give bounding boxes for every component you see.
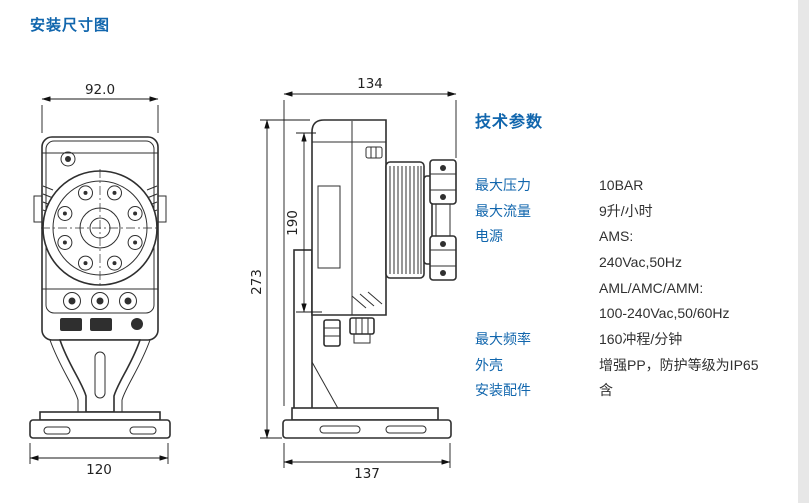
dim-label-front-top-width: 92.0 <box>85 82 115 98</box>
spec-row: 最大流量 9升/小时 <box>475 198 795 224</box>
spec-value: 160冲程/分钟 <box>599 330 683 347</box>
spec-row: 最大频率 160冲程/分钟 <box>475 326 795 352</box>
spec-value: 10BAR <box>599 176 644 193</box>
page-title: 安装尺寸图 <box>30 17 111 34</box>
spec-label: 最大压力 <box>475 176 531 193</box>
spec-value: 100-240Vac,50/60Hz <box>599 305 730 322</box>
spec-label: 安装配件 <box>475 382 531 399</box>
spec-value: 增强PP，防护等级为IP65 <box>599 356 759 373</box>
side-view-drawing <box>282 119 457 439</box>
spec-row: 100-240Vac,50/60Hz <box>475 300 795 326</box>
dimension-side-bottom-depth: 137 <box>283 443 451 482</box>
dim-label-body-height: 190 <box>285 210 301 236</box>
spec-row: AML/AMC/AMM: <box>475 275 795 301</box>
spec-label: 外壳 <box>475 356 503 373</box>
head-bolts <box>57 185 143 271</box>
spec-value: 9升/小时 <box>599 202 653 219</box>
spec-row: 最大压力 10BAR <box>475 172 795 198</box>
dim-label-side-top-depth: 134 <box>357 76 383 92</box>
dimension-body-height: 190 <box>285 132 322 313</box>
dimension-total-height: 273 <box>249 119 310 439</box>
dimension-front-bottom-width: 120 <box>29 443 169 478</box>
page-edge-strip <box>798 0 809 503</box>
specs-title: 技术参数 <box>475 114 544 131</box>
spec-value: 240Vac,50Hz <box>599 253 683 270</box>
tech-specs-panel: 技术参数 最大压力 10BAR 最大流量 9升/小时 电源 AMS: 240Va… <box>475 108 785 398</box>
spec-row: 安装配件 含 <box>475 378 795 404</box>
spec-row: 240Vac,50Hz <box>475 249 795 275</box>
spec-row: 外壳 增强PP，防护等级为IP65 <box>475 352 795 378</box>
specs-rows: 最大压力 10BAR 最大流量 9升/小时 电源 AMS: 240Vac,50H… <box>475 172 795 403</box>
dim-label-side-bottom-depth: 137 <box>354 466 380 482</box>
spec-value: 含 <box>599 382 613 399</box>
spec-value: AML/AMC/AMM: <box>599 279 704 296</box>
spec-label: 最大流量 <box>475 202 531 219</box>
front-view-drawing <box>29 136 171 439</box>
dim-label-total-height: 273 <box>249 269 265 295</box>
spec-label: 最大频率 <box>475 330 531 347</box>
spec-value: AMS: <box>599 228 634 245</box>
motor-fins <box>389 166 422 274</box>
spec-row: 电源 AMS: <box>475 223 795 249</box>
dimension-front-top-width: 92.0 <box>41 82 159 133</box>
spec-label: 电源 <box>475 228 503 245</box>
dimension-side-top-depth: 134 <box>283 76 457 406</box>
dim-label-front-bottom-width: 120 <box>86 462 112 478</box>
